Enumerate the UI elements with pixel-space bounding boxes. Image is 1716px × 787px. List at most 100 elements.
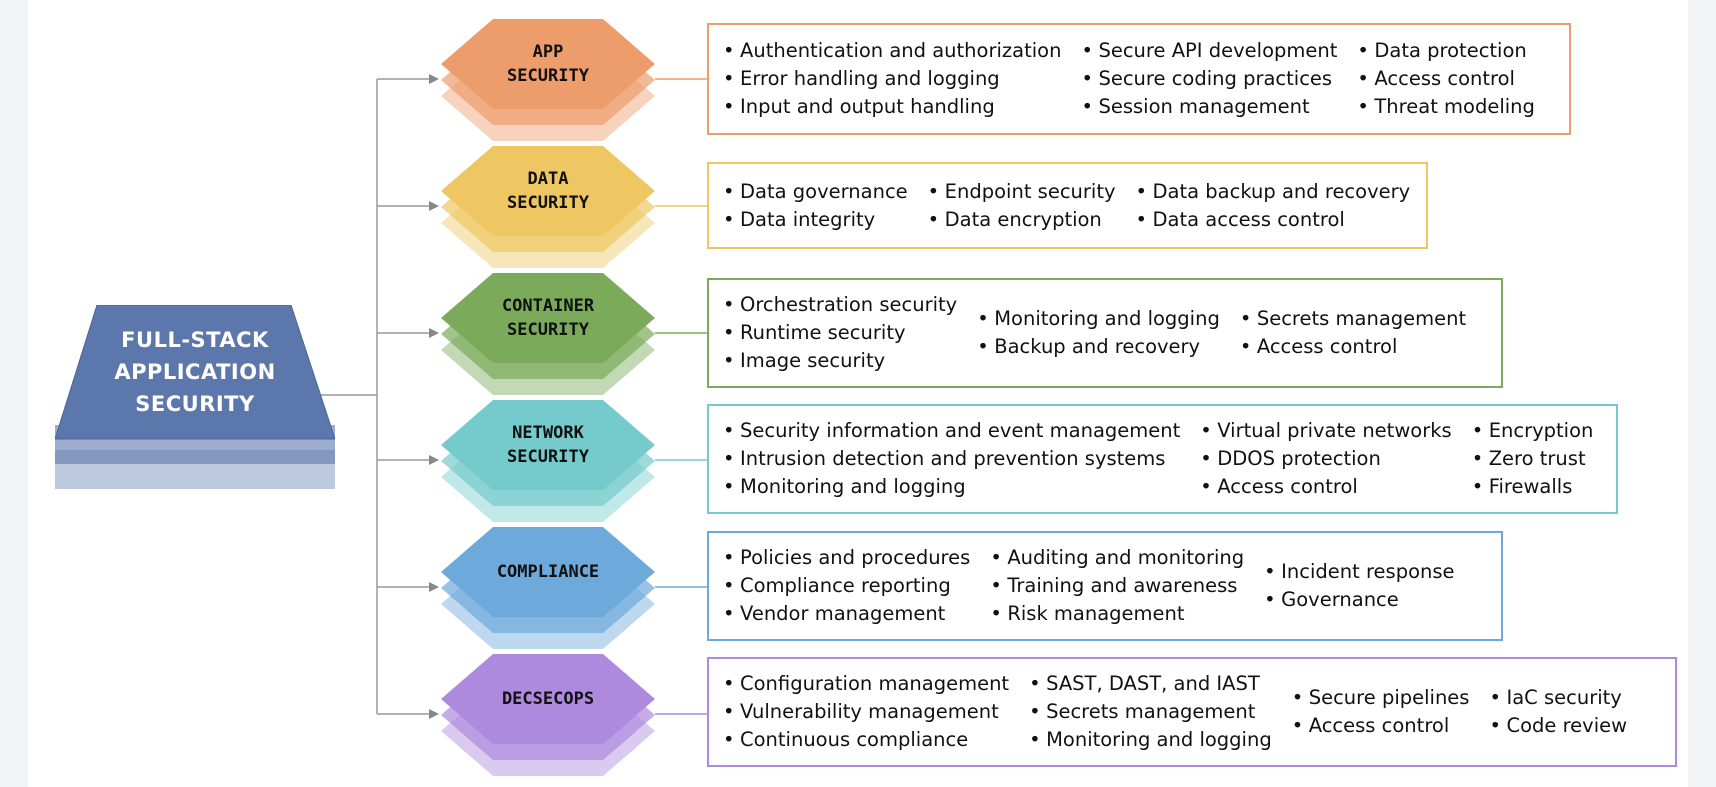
- hex-node-compliance: COMPLIANCE: [441, 527, 655, 651]
- bullet-item: Monitoring and logging: [977, 305, 1220, 333]
- detail-column: Data protectionAccess controlThreat mode…: [1357, 37, 1535, 121]
- bullet-list: Data governanceData integrity: [723, 178, 908, 234]
- bullet-list: Security information and event managemen…: [723, 417, 1180, 501]
- hex-shape: [441, 19, 655, 109]
- detail-column: Policies and proceduresCompliance report…: [723, 544, 970, 628]
- bullet-list: Endpoint securityData encryption: [928, 178, 1116, 234]
- bullet-item: Policies and procedures: [723, 544, 970, 572]
- detail-column: EncryptionZero trustFirewalls: [1472, 417, 1594, 501]
- bullet-item: Secrets management: [1240, 305, 1466, 333]
- detail-column: Secure pipelinesAccess control: [1292, 684, 1470, 740]
- bullet-item: Compliance reporting: [723, 572, 970, 600]
- hex-title-line: APP: [532, 42, 564, 62]
- bullet-item: Data access control: [1136, 206, 1411, 234]
- hex-title-line: COMPLIANCE: [496, 562, 600, 582]
- bullet-list: Data protectionAccess controlThreat mode…: [1357, 37, 1535, 121]
- detail-column: Authentication and authorizationError ha…: [723, 37, 1061, 121]
- arrow-head-data: [429, 201, 439, 211]
- bullet-item: Data governance: [723, 178, 908, 206]
- bullet-item: Continuous compliance: [723, 726, 1009, 754]
- bullet-item: Monitoring and logging: [723, 473, 1180, 501]
- detail-box-data: Data governanceData integrity Endpoint se…: [707, 162, 1428, 249]
- bullet-list: Secure pipelinesAccess control: [1292, 684, 1470, 740]
- bullet-item: Zero trust: [1472, 445, 1594, 473]
- hex-title-decsecops: DECSECOPS: [441, 654, 655, 744]
- detail-box-compliance: Policies and proceduresCompliance report…: [707, 531, 1503, 641]
- bullet-item: Authentication and authorization: [723, 37, 1061, 65]
- bullet-list: Configuration managementVulnerability ma…: [723, 670, 1009, 754]
- hex-title-app: APP SECURITY: [441, 19, 655, 109]
- detail-column: Virtual private networksDDOS protectionA…: [1200, 417, 1451, 501]
- hex-title-line: SECURITY: [507, 193, 589, 213]
- bullet-item: Access control: [1357, 65, 1535, 93]
- hex-title-line: DECSECOPS: [501, 689, 595, 709]
- bullet-list: Auditing and monitoringTraining and awar…: [990, 544, 1244, 628]
- root-trapezoid: [55, 305, 335, 440]
- detail-box-network: Security information and event managemen…: [707, 404, 1618, 514]
- bullet-list: Authentication and authorizationError ha…: [723, 37, 1061, 121]
- detail-column: Secrets managementAccess control: [1240, 305, 1466, 361]
- arrow-head-app: [429, 74, 439, 84]
- bullet-item: SAST, DAST, and IAST: [1029, 670, 1272, 698]
- bullet-item: Code review: [1489, 712, 1627, 740]
- detail-column: Data backup and recoveryData access cont…: [1136, 178, 1411, 234]
- bullet-item: Access control: [1292, 712, 1470, 740]
- bullet-item: Session management: [1081, 93, 1337, 121]
- bullet-item: Risk management: [990, 600, 1244, 628]
- bullet-item: DDOS protection: [1200, 445, 1451, 473]
- bullet-item: Threat modeling: [1357, 93, 1535, 121]
- hex-title-line: SECURITY: [507, 320, 589, 340]
- bullet-item: Data encryption: [928, 206, 1116, 234]
- bullet-list: Incident responseGovernance: [1264, 558, 1454, 614]
- bullet-list: Secrets managementAccess control: [1240, 305, 1466, 361]
- bullet-item: Encryption: [1472, 417, 1594, 445]
- bullet-list: Policies and proceduresCompliance report…: [723, 544, 970, 628]
- hex-shape: [441, 400, 655, 490]
- detail-column: Auditing and monitoringTraining and awar…: [990, 544, 1244, 628]
- bullet-item: Error handling and logging: [723, 65, 1061, 93]
- hex-shape: [441, 273, 655, 363]
- bullet-list: Virtual private networksDDOS protectionA…: [1200, 417, 1451, 501]
- bullet-item: Input and output handling: [723, 93, 1061, 121]
- bullet-item: Secure pipelines: [1292, 684, 1470, 712]
- hex-node-data: DATA SECURITY: [441, 146, 655, 270]
- hex-title-line: DATA: [527, 169, 569, 189]
- arrow-head-network: [429, 455, 439, 465]
- detail-column: Data governanceData integrity: [723, 178, 908, 234]
- detail-box-decsecops: Configuration managementVulnerability ma…: [707, 657, 1677, 767]
- bullet-list: EncryptionZero trustFirewalls: [1472, 417, 1594, 501]
- detail-column: SAST, DAST, and IASTSecrets managementMo…: [1029, 670, 1272, 754]
- arrow-head-decsecops: [429, 709, 439, 719]
- bullet-item: Runtime security: [723, 319, 957, 347]
- bullet-item: Secure API development: [1081, 37, 1337, 65]
- bullet-item: Secrets management: [1029, 698, 1272, 726]
- bullet-item: Orchestration security: [723, 291, 957, 319]
- hex-title-line: SECURITY: [507, 66, 589, 86]
- detail-column: Secure API developmentSecure coding prac…: [1081, 37, 1337, 121]
- bullet-item: Firewalls: [1472, 473, 1594, 501]
- bullet-item: Endpoint security: [928, 178, 1116, 206]
- hex-shape: [441, 146, 655, 236]
- detail-column: Incident responseGovernance: [1264, 558, 1454, 614]
- bullet-item: Incident response: [1264, 558, 1454, 586]
- bullet-item: Auditing and monitoring: [990, 544, 1244, 572]
- bullet-item: Training and awareness: [990, 572, 1244, 600]
- detail-box-app: Authentication and authorizationError ha…: [707, 23, 1571, 135]
- hex-node-app: APP SECURITY: [441, 19, 655, 143]
- bullet-list: Data backup and recoveryData access cont…: [1136, 178, 1411, 234]
- bullet-item: Monitoring and logging: [1029, 726, 1272, 754]
- bullet-item: Image security: [723, 347, 957, 375]
- hex-title-data: DATA SECURITY: [441, 146, 655, 236]
- bullet-item: Virtual private networks: [1200, 417, 1451, 445]
- bullet-item: Data integrity: [723, 206, 908, 234]
- detail-column: Orchestration securityRuntime securityIm…: [723, 291, 957, 375]
- root-title-line: APPLICATION: [114, 360, 276, 384]
